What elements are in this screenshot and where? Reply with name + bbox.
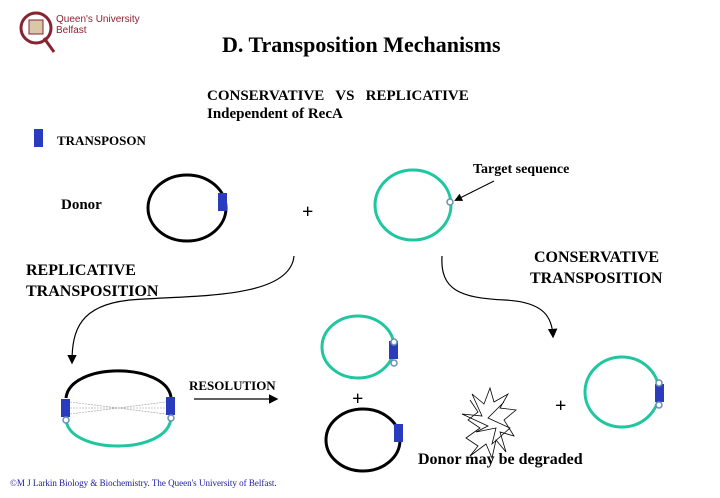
degraded-donor-icon — [461, 386, 517, 460]
conservative-target-plasmid — [583, 355, 661, 429]
logo-name-line1: Queen's University — [56, 14, 140, 25]
donor-label: Donor — [61, 197, 102, 213]
target-sequence-label: Target sequence — [473, 162, 570, 177]
transposon-legend-icon — [34, 129, 43, 147]
plus-sign-middle: + — [352, 388, 364, 410]
university-logo-icon — [19, 11, 56, 53]
conservative-label-line1: CONSERVATIVE — [534, 249, 660, 266]
cointegrate — [61, 369, 175, 448]
resolved-target-plasmid — [320, 314, 396, 380]
resolved-donor-plasmid — [324, 407, 402, 473]
conservative-label-line2: TRANSPOSITION — [530, 270, 663, 287]
donor-degraded-label: Donor may be degraded — [418, 451, 583, 468]
plus-sign-right: + — [555, 395, 567, 417]
page-title: D. Transposition Mechanisms — [222, 32, 501, 57]
subtitle-line1: CONSERVATIVE VS REPLICATIVE — [207, 88, 469, 104]
resolved-target-site-a — [390, 338, 398, 346]
donor-plasmid — [146, 173, 228, 243]
donor-transposon — [218, 193, 227, 211]
logo-name-line2: Belfast — [56, 25, 87, 36]
footer-copyright: ©M J Larkin Biology & Biochemistry. The … — [10, 478, 277, 488]
resolution-label: RESOLUTION — [189, 378, 276, 393]
replicative-label-line1: REPLICATIVE — [26, 262, 136, 279]
target-sequence-arrow — [454, 180, 495, 201]
plus-sign-top: + — [302, 201, 314, 223]
target-site-icon — [446, 198, 454, 206]
conservative-target-site-a — [655, 379, 663, 387]
conservative-arrow — [441, 255, 558, 339]
replicative-arrow — [67, 255, 295, 365]
transposon-legend-label: TRANSPOSON — [57, 133, 146, 148]
resolved-target-site-b — [390, 359, 398, 367]
resolved-target-transposon — [389, 341, 398, 359]
subtitle-line2: Independent of RecA — [207, 106, 343, 122]
replicative-label-line2: TRANSPOSITION — [26, 283, 159, 300]
conservative-target-site-b — [655, 401, 663, 409]
conservative-target-transposon — [655, 384, 664, 402]
resolved-donor-transposon — [394, 424, 403, 442]
target-plasmid — [373, 168, 453, 242]
